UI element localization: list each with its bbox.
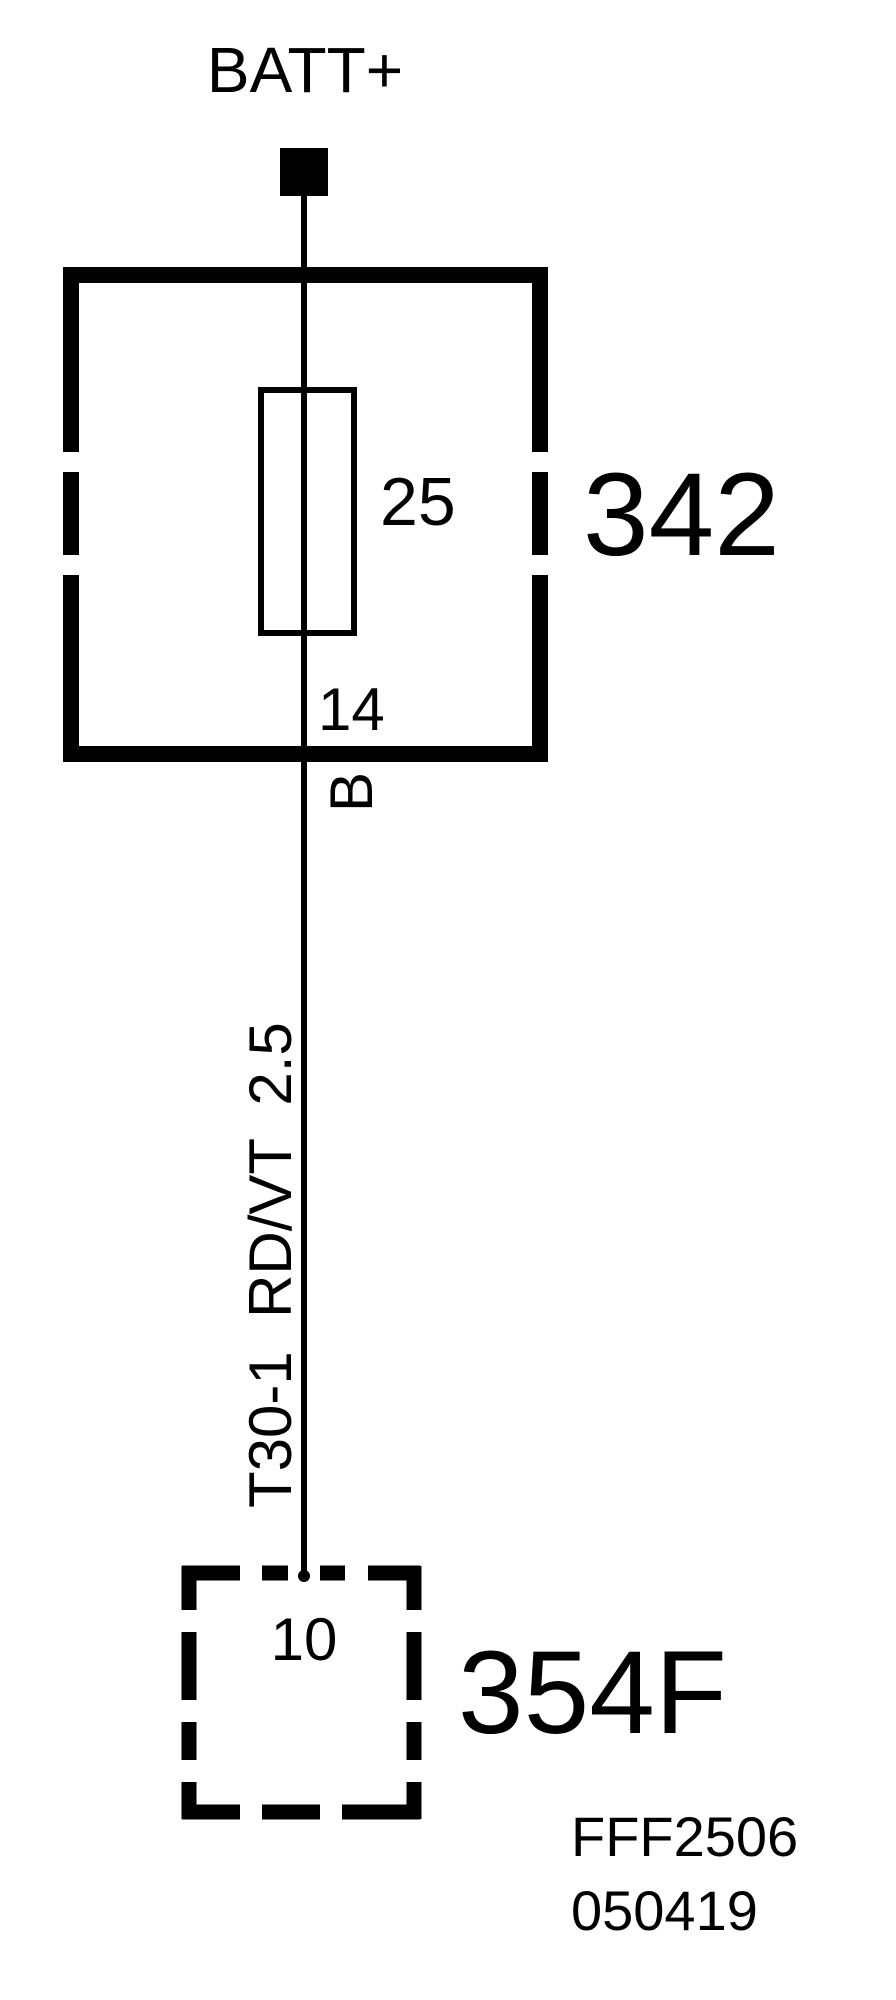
fuse-box-342-outline — [63, 267, 548, 762]
destination-pin-label: 10 — [271, 1606, 338, 1673]
fuse-box-id-label: 342 — [583, 449, 780, 581]
batt-plus-label: BATT+ — [207, 34, 403, 106]
drawing-date-label: 050419 — [571, 1879, 758, 1942]
fuse-element — [258, 387, 357, 636]
drawing-code-label: FFF2506 — [571, 1805, 798, 1868]
wire-end-dot — [298, 1570, 310, 1582]
fuse-output-pin-label: 14 — [318, 676, 385, 743]
destination-354f-outline — [181, 1565, 422, 1820]
fuse-rating-label: 25 — [380, 464, 456, 540]
battery-terminal — [280, 148, 328, 196]
connector-side-label: B — [318, 772, 385, 812]
destination-id-label: 354F — [458, 1627, 727, 1759]
wire-spec-label: T30-1 RD/VT 2.5 — [237, 1022, 304, 1508]
